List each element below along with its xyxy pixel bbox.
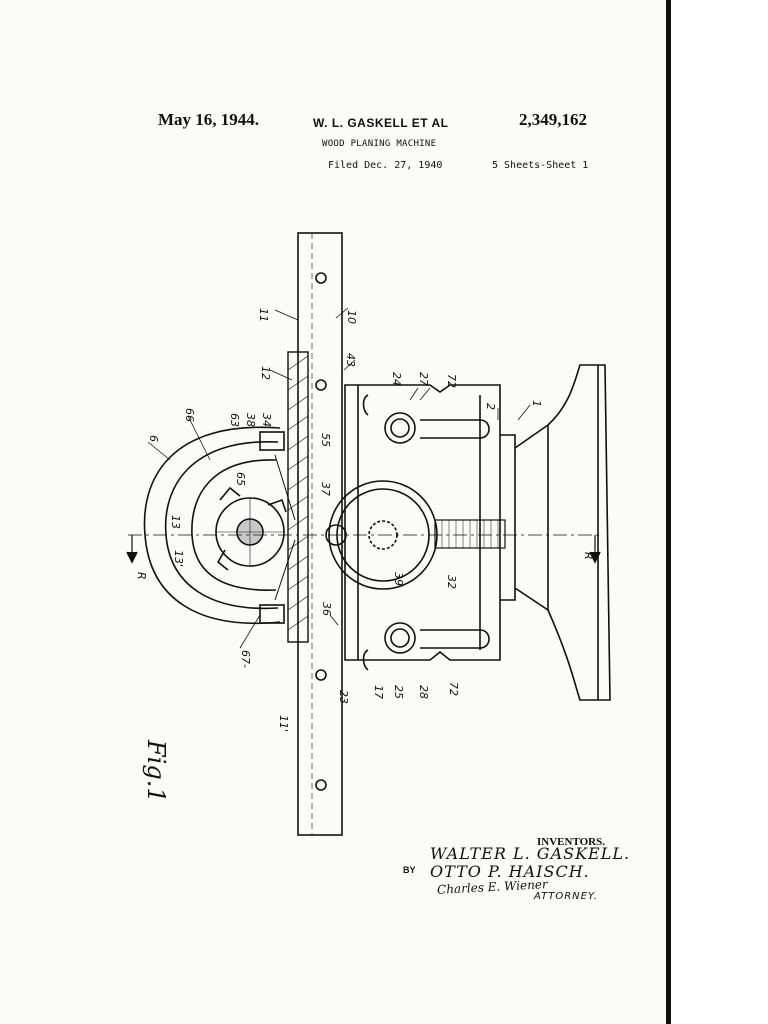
ref-6: 6 — [147, 435, 160, 442]
page-edge-shadow — [666, 0, 671, 1024]
inventor-2-name: OTTO P. HAISCH. — [430, 862, 590, 881]
reference-numerals: 11 10 12 43 24 27 72 2 1 6 66 63 38 34 5… — [135, 308, 595, 732]
figure-label: Fig.1 — [142, 739, 170, 803]
inventor-1-name: WALTER L. GASKELL. — [430, 844, 631, 863]
ref-13b: 13' — [172, 550, 185, 567]
ref-66: 66 — [183, 408, 196, 422]
patent-page — [0, 0, 666, 1024]
ref-10: 10 — [345, 310, 358, 324]
ref-17: 17 — [372, 685, 385, 699]
ref-25: 25 — [392, 685, 405, 699]
by-label: BY — [403, 865, 416, 875]
ref-32: 32 — [445, 575, 458, 589]
ref-63: 63 — [228, 413, 241, 427]
ref-R-right: R — [582, 552, 595, 560]
ref-39: 39 — [392, 572, 405, 586]
ref-11b: 11' — [277, 715, 290, 732]
ref-36: 36 — [320, 602, 333, 616]
ref-72b: 72 — [447, 682, 460, 696]
patent-number: 2,349,162 — [519, 110, 587, 129]
ref-2: 2 — [484, 403, 497, 410]
inventor-header: W. L. GASKELL ET AL — [313, 116, 449, 130]
ref-65: 65 — [234, 472, 247, 486]
ref-38: 38 — [244, 413, 257, 427]
scan-margin — [671, 0, 768, 1024]
ref-R-left: R — [135, 572, 148, 580]
attorney-label: ATTORNEY. — [534, 891, 598, 902]
ref-24: 24 — [390, 372, 403, 386]
filing-date: Filed Dec. 27, 1940 — [328, 160, 443, 171]
patent-drawing: 11 10 12 43 24 27 72 2 1 6 66 63 38 34 5… — [126, 232, 611, 836]
ref-12: 12 — [259, 366, 272, 380]
ref-13: 13 — [169, 515, 182, 529]
sheet-count: 5 Sheets-Sheet 1 — [492, 160, 589, 171]
ref-1: 1 — [530, 400, 543, 407]
ref-55: 55 — [319, 433, 332, 447]
ref-28: 28 — [417, 685, 430, 699]
ref-27: 27 — [417, 372, 430, 386]
patent-title: WOOD PLANING MACHINE — [322, 139, 437, 149]
ref-23: 23 — [337, 690, 350, 704]
patent-date: May 16, 1944. — [158, 110, 260, 129]
inventors-label: INVENTORS. — [537, 836, 605, 848]
ref-34: 34 — [260, 413, 273, 427]
ref-67: 67- — [239, 650, 252, 668]
ref-72: 72 — [445, 374, 458, 388]
ref-37: 37 — [319, 482, 332, 496]
ref-43: 43 — [344, 353, 357, 367]
ref-11: 11 — [257, 308, 270, 322]
